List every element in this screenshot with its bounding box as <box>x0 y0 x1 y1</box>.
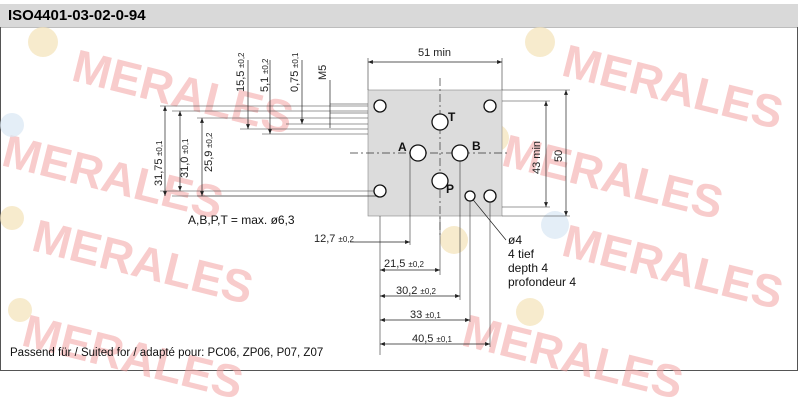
mounting-holes <box>373 99 497 203</box>
watermark-globe-icon <box>28 27 58 57</box>
watermark-text: MERALES <box>498 124 729 229</box>
watermark-text: MERALES <box>458 304 689 400</box>
corner-hole <box>373 184 387 198</box>
watermark-globe-icon <box>525 27 555 57</box>
watermark-globe-icon <box>0 113 24 137</box>
dim-21-5: 21,5±0,2 <box>384 258 424 270</box>
corner-hole <box>373 99 387 113</box>
dim-0-75-tol: ±0,1 <box>291 52 300 68</box>
port-label-B: B <box>472 139 481 153</box>
dim-31-75-tol: ±0,1 <box>155 140 164 156</box>
dim-0-75: 0,75 <box>289 71 301 92</box>
title-bar: ISO4401-03-02-0-94 <box>0 4 798 28</box>
hole-spec: ø4 4 tief depth 4 profondeur 4 <box>508 233 576 289</box>
bottom-dimension-labels: 12,7±0,2 21,5±0,2 30,2±0,2 33±0,1 40,5±0… <box>314 233 452 345</box>
thread-lines <box>330 103 368 114</box>
dim-25-9-tol: ±0,2 <box>205 132 214 148</box>
centerlines <box>350 78 510 238</box>
hole-spec-depth-de: 4 tief <box>508 247 535 261</box>
watermark-text: MERALES <box>558 214 789 319</box>
thread-label: M5 <box>317 65 329 80</box>
hole-spec-depth-fr: profondeur 4 <box>508 275 576 289</box>
ports <box>409 113 469 190</box>
watermark-globe-icon <box>440 226 468 254</box>
width-dimension-label: 51 min <box>418 47 451 59</box>
left-dimension-lines <box>163 60 331 196</box>
watermark-text: MERALES <box>558 34 789 139</box>
port-B <box>451 144 469 162</box>
dim-5-1-tol: ±0,2 <box>261 58 270 74</box>
port-A <box>409 144 427 162</box>
compatible-valves-note: Passend für / Suited for / adapté pour: … <box>10 347 324 359</box>
hole-spec-diameter: ø4 <box>508 233 522 247</box>
dim-31-0: 31,0 <box>179 157 191 178</box>
dim-31-0-tol: ±0,1 <box>181 138 190 154</box>
locating-pin-hole <box>464 190 476 202</box>
outer-height-label: 50 <box>553 150 565 162</box>
dim-33: 33±0,1 <box>410 309 441 321</box>
left-dimension-labels: 31,75 ±0,1 31,0 ±0,1 25,9 ±0,2 15,5 ±0,2… <box>153 52 301 186</box>
corner-hole <box>483 189 497 203</box>
bottom-dimension-lines <box>350 240 490 346</box>
dim-25-9: 25,9 <box>203 151 215 172</box>
port-label-T: T <box>448 110 456 124</box>
dim-15-5-tol: ±0,2 <box>237 52 246 68</box>
dim-30-2: 30,2±0,2 <box>396 285 436 297</box>
dim-12-7: 12,7±0,2 <box>314 233 354 245</box>
corner-hole <box>483 99 497 113</box>
watermark-globe-icon <box>541 211 569 239</box>
dim-31-75: 31,75 <box>153 158 165 186</box>
dim-40-5: 40,5±0,1 <box>412 333 452 345</box>
port-T <box>431 113 449 131</box>
port-diameter-note: A,B,P,T = max. ø6,3 <box>188 213 295 227</box>
dim-15-5: 15,5 <box>235 71 247 92</box>
hole-spec-leader <box>469 195 507 241</box>
watermark-globe-icon <box>0 206 24 230</box>
port-P <box>431 172 449 190</box>
hole-spec-depth-en: depth 4 <box>508 261 548 275</box>
watermark-globe-icon <box>516 298 544 326</box>
watermark-globe-icon <box>8 298 32 322</box>
inner-height-label: 43 min <box>531 141 543 174</box>
port-label-A: A <box>398 140 407 154</box>
page-title: ISO4401-03-02-0-94 <box>8 7 146 24</box>
dim-5-1: 5,1 <box>259 77 271 92</box>
port-label-P: P <box>446 182 454 196</box>
